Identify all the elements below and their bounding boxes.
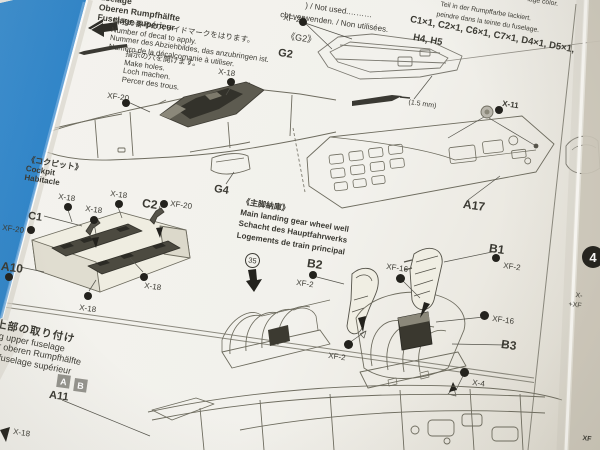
part-label-c2: C2 [141, 196, 159, 213]
paint-dot [5, 273, 13, 281]
part-label-g2: G2 [277, 47, 294, 61]
drill-bit-icon [78, 44, 127, 55]
paint-dot [140, 273, 148, 281]
paint-dot [492, 254, 500, 262]
wheel-well-left-drawing [221, 269, 331, 369]
step-number-4: 4 [589, 249, 597, 265]
paint-dot [90, 216, 98, 224]
paint-dot [396, 274, 405, 283]
paint-dot [122, 99, 130, 107]
paint-dot [227, 78, 235, 86]
sprue-letter-a-box: A [56, 374, 71, 389]
g2-part-drawing [304, 22, 463, 106]
part-label-a11: A11 [48, 389, 70, 404]
paint-dot [84, 292, 92, 300]
paint-callout-x4: X-4 [471, 378, 486, 389]
part-label-c1: C1 [27, 210, 43, 224]
fuselage-drawing [23, 81, 337, 193]
step-number-4-badge: 4 [582, 246, 600, 268]
paint-dot [495, 106, 503, 114]
b2-part-drawing [312, 267, 379, 335]
lower-fuselage-drawing [0, 384, 563, 450]
decal-arrow-icon [88, 19, 118, 37]
sprue-letter-b: B [76, 379, 85, 391]
paint-dot [160, 200, 168, 208]
part-label-b3: B3 [500, 337, 518, 354]
step-number-35: 35 [247, 255, 258, 266]
next-column-paint-fragment-2: +XF [568, 301, 582, 310]
part-label-a17: A17 [462, 197, 486, 214]
sprue-letter-a: A [59, 375, 68, 387]
paint-dot [344, 340, 353, 349]
paint-dot [27, 226, 35, 234]
next-column-paint-fragment-1: X- [575, 292, 583, 300]
part-label-g4: G4 [213, 183, 230, 197]
a17-panel-drawing [306, 105, 555, 209]
paint-dot [309, 271, 317, 279]
paint-dot [460, 368, 469, 377]
paint-dot [299, 18, 307, 26]
cockpit-tub-drawing [19, 205, 191, 293]
paint-dot [64, 203, 72, 211]
paint-dot [480, 311, 489, 320]
paint-dot [115, 200, 123, 208]
sprue-letter-b-box: B [73, 378, 88, 393]
next-column-paint-fragment-3: XF [582, 435, 592, 444]
b3-assembly-drawing [348, 247, 507, 397]
